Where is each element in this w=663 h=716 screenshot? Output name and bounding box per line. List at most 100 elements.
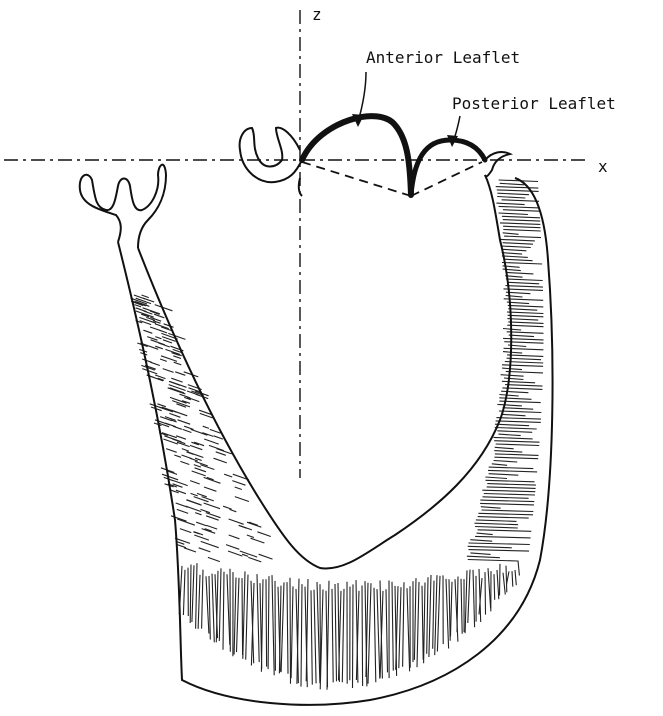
hatch-stroke bbox=[499, 206, 540, 208]
hatch-stroke bbox=[476, 520, 517, 522]
hatch-stroke bbox=[177, 545, 186, 548]
hatch-stroke bbox=[287, 582, 288, 674]
hatch-stroke bbox=[468, 546, 512, 548]
hatch-stroke bbox=[502, 381, 535, 383]
hatch-stroke bbox=[475, 536, 530, 538]
hatch-stroke bbox=[489, 467, 534, 469]
hatch-stroke bbox=[496, 421, 541, 423]
hatch-stroke bbox=[500, 239, 534, 241]
hatch-stroke bbox=[201, 541, 219, 547]
hatch-stroke bbox=[475, 527, 518, 529]
hatch-stroke bbox=[392, 582, 393, 671]
hatch-stroke bbox=[291, 586, 293, 678]
hatch-stroke bbox=[506, 279, 543, 281]
hatch-stroke bbox=[182, 449, 189, 452]
hatch-stroke bbox=[478, 517, 529, 519]
hatch-stroke bbox=[507, 319, 538, 321]
hatch-stroke bbox=[162, 474, 178, 480]
hatch-stroke bbox=[503, 230, 540, 232]
hatch-stroke bbox=[403, 582, 404, 667]
hatch-stroke bbox=[204, 503, 220, 509]
hatch-stroke bbox=[174, 455, 181, 457]
hatch-stroke bbox=[497, 431, 532, 433]
hatch-stroke bbox=[503, 352, 522, 354]
hatch-stroke bbox=[317, 582, 320, 683]
hatch-stroke bbox=[503, 243, 533, 245]
hatch-stroke bbox=[377, 589, 380, 679]
anterior-leaflet-label: Anterior Leaflet bbox=[366, 48, 520, 67]
posterior-leaflet-label: Posterior Leaflet bbox=[452, 94, 616, 113]
hatch-stroke bbox=[206, 576, 209, 633]
hatch-stroke bbox=[342, 589, 344, 682]
hatch-stroke bbox=[488, 470, 537, 472]
hatch-stroke bbox=[235, 497, 249, 502]
posterior-leaflet bbox=[411, 140, 485, 195]
hatch-stroke bbox=[467, 556, 500, 558]
hatch-stroke bbox=[502, 368, 522, 370]
hatch-stroke bbox=[507, 325, 543, 327]
hatch-stroke bbox=[155, 337, 161, 339]
hatch-stroke bbox=[506, 566, 507, 593]
hatch-stroke bbox=[374, 588, 376, 683]
hatch-stroke bbox=[232, 481, 245, 486]
hatch-stroke bbox=[216, 452, 226, 456]
hatch-stroke bbox=[457, 577, 458, 633]
hatch-stroke bbox=[229, 535, 240, 539]
hatch-stroke bbox=[171, 516, 187, 521]
hatch-stroke bbox=[424, 583, 425, 664]
hatch-stroke bbox=[166, 449, 177, 453]
hatch-stroke bbox=[209, 445, 224, 450]
hatch-stroke bbox=[504, 236, 541, 238]
hatch-stroke bbox=[499, 213, 528, 215]
hatch-stroke bbox=[261, 579, 263, 672]
anterior-closure-line bbox=[302, 162, 411, 196]
hatch-stroke bbox=[496, 187, 539, 189]
hatch-stroke bbox=[159, 343, 170, 347]
hatch-stroke bbox=[214, 458, 227, 463]
hatch-stroke bbox=[501, 414, 525, 416]
hatch-stroke bbox=[212, 574, 214, 643]
hatch-stroke bbox=[201, 509, 210, 512]
hatch-stroke bbox=[165, 349, 179, 354]
hatch-stroke bbox=[187, 500, 200, 505]
hatch-stroke bbox=[180, 461, 189, 464]
hatch-stroke bbox=[508, 322, 543, 324]
apex-hatching bbox=[179, 561, 519, 690]
hatch-stroke bbox=[495, 447, 514, 449]
hatch-stroke bbox=[257, 532, 270, 537]
hatch-stroke bbox=[503, 233, 519, 235]
hatch-stroke bbox=[204, 439, 219, 444]
hatch-stroke bbox=[173, 426, 182, 429]
hatch-stroke bbox=[429, 575, 431, 657]
hatch-stroke bbox=[327, 581, 329, 690]
hatch-stroke bbox=[487, 487, 536, 489]
hatch-stroke bbox=[480, 500, 534, 502]
hatch-stroke bbox=[190, 445, 202, 449]
hatch-stroke bbox=[468, 560, 518, 562]
hatch-stroke bbox=[499, 398, 531, 400]
hatch-stroke bbox=[203, 426, 209, 428]
hatch-stroke bbox=[482, 510, 534, 512]
hatch-stroke bbox=[199, 548, 211, 552]
right-wall-hatching bbox=[467, 180, 544, 561]
hatch-stroke bbox=[194, 535, 209, 540]
hatch-stroke bbox=[417, 582, 419, 667]
hatch-stroke bbox=[173, 356, 181, 359]
hatch-stroke bbox=[143, 330, 152, 333]
hatch-stroke bbox=[163, 369, 174, 373]
hatch-stroke bbox=[508, 315, 544, 317]
hatch-stroke bbox=[496, 444, 540, 446]
hatch-stroke bbox=[301, 584, 302, 687]
hatch-stroke bbox=[186, 506, 201, 511]
hatch-stroke bbox=[504, 348, 544, 350]
hatch-stroke bbox=[512, 571, 513, 587]
hatch-stroke bbox=[477, 533, 493, 535]
hatch-stroke bbox=[470, 553, 490, 555]
hatch-stroke bbox=[247, 535, 254, 538]
hatch-stroke bbox=[461, 579, 462, 634]
hatch-stroke bbox=[475, 523, 519, 525]
hatch-stroke bbox=[480, 503, 534, 505]
hatch-stroke bbox=[184, 548, 196, 552]
hatch-stroke bbox=[502, 263, 542, 265]
